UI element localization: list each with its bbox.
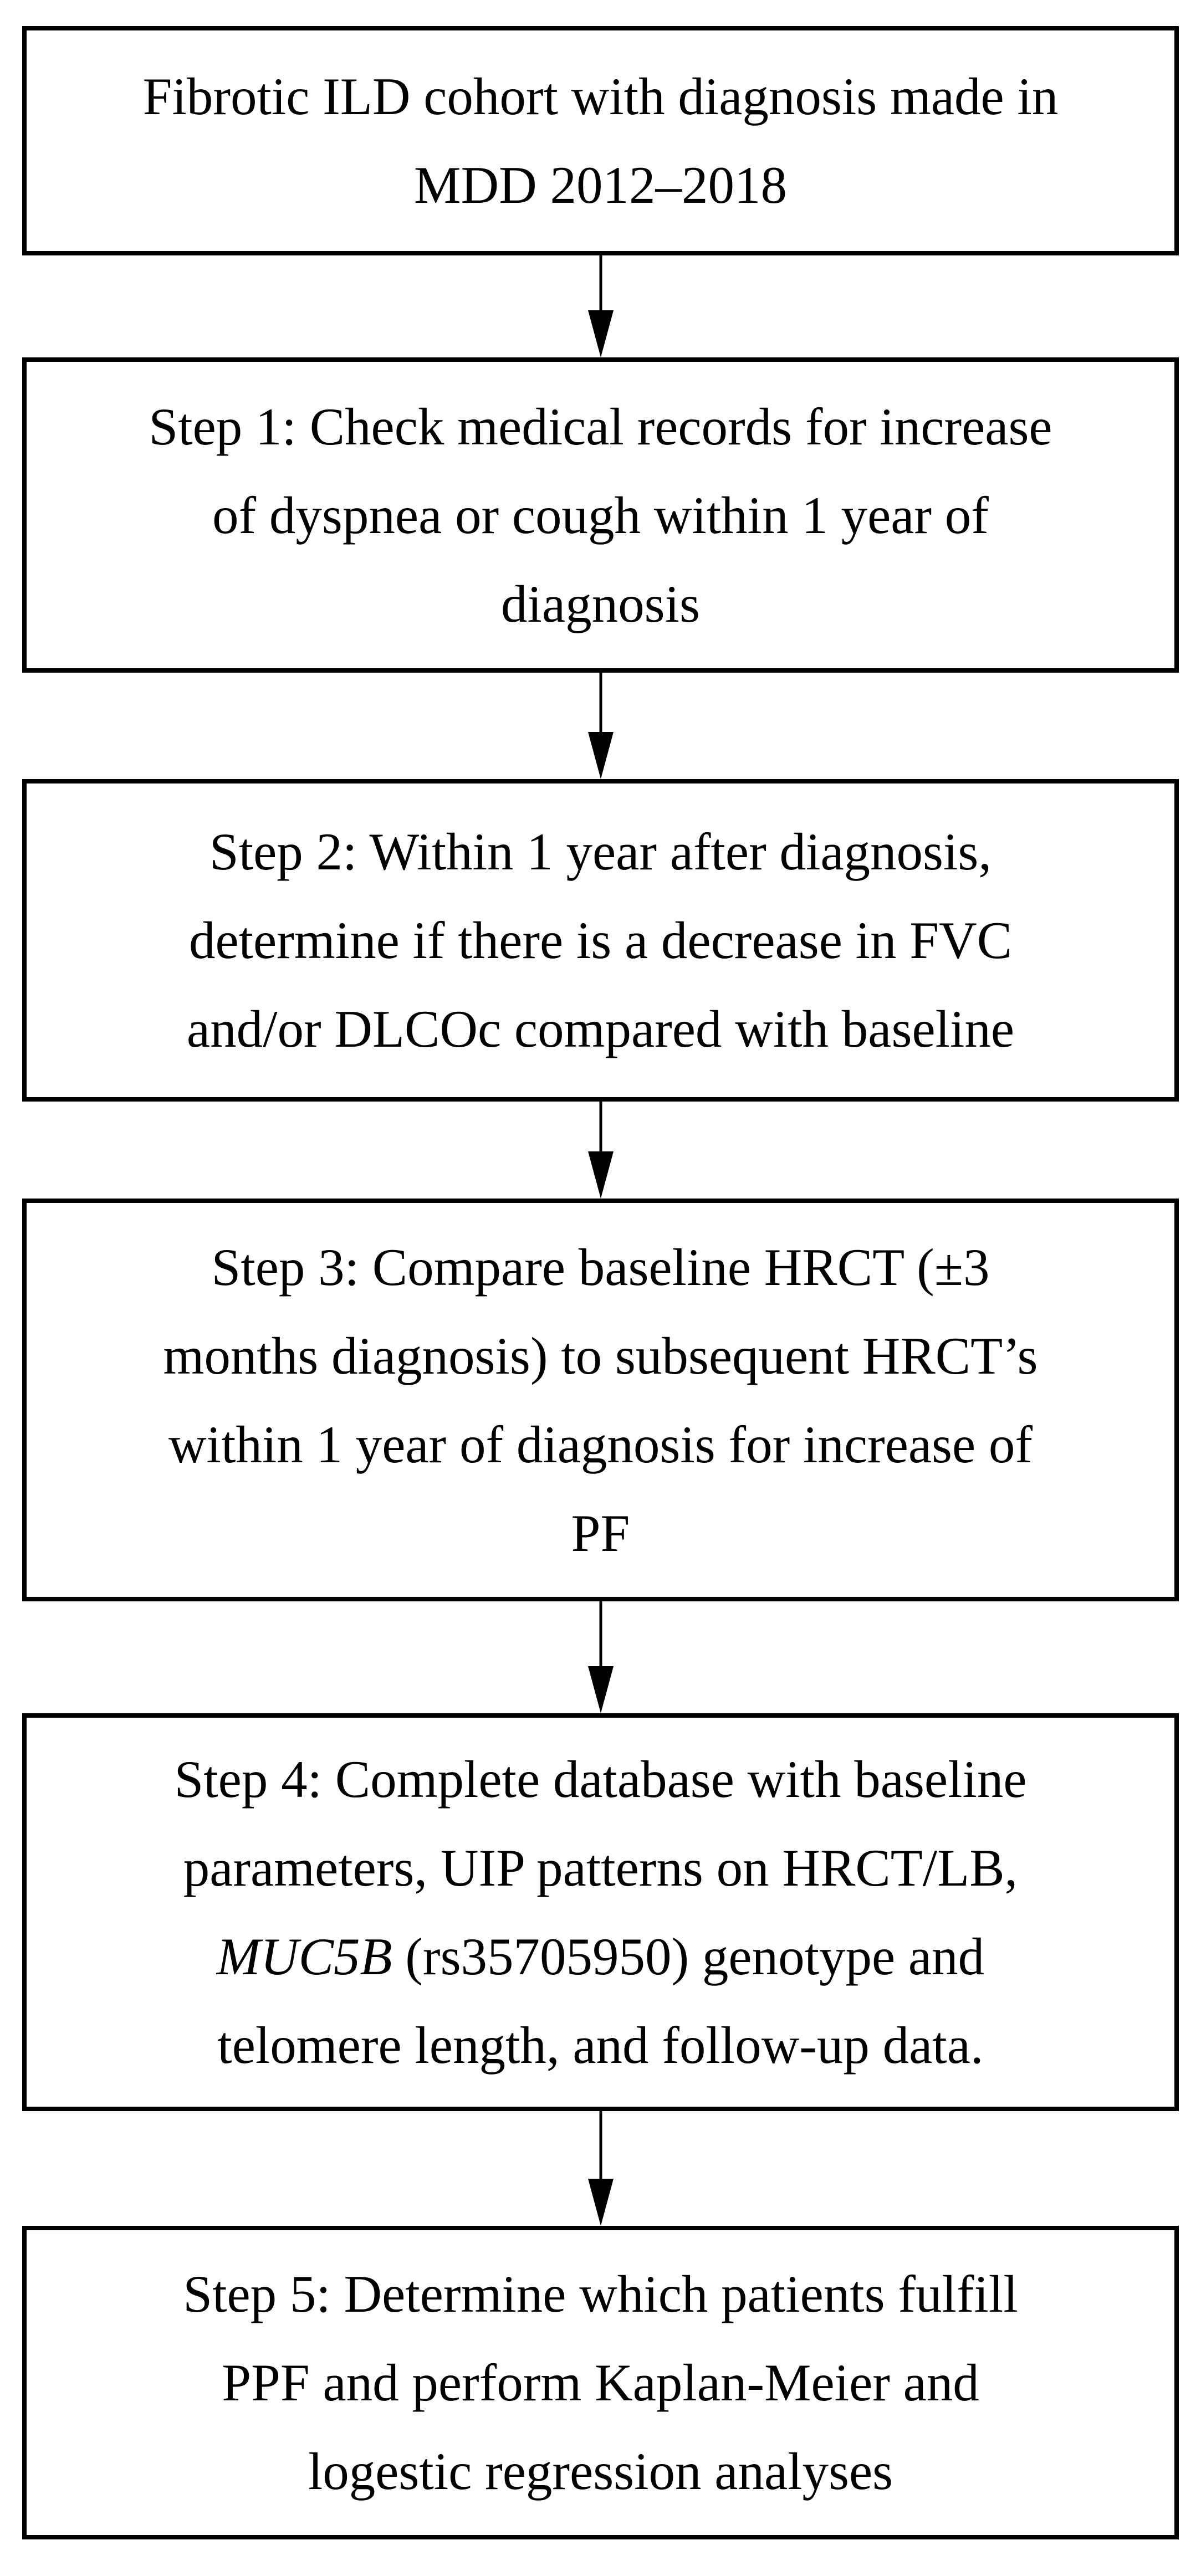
box-text-line: logestic regression analyses [308,2427,893,2516]
text-segment: Fibrotic ILD cohort with diagnosis made … [142,67,1059,126]
text-segment: months diagnosis) to subsequent HRCT’s [163,1326,1038,1385]
text-segment: Step 3: Compare baseline HRCT (±3 [211,1237,990,1297]
flow-box-cohort: Fibrotic ILD cohort with diagnosis made … [22,26,1179,255]
text-segment: MUC5B [216,1927,392,1986]
box-text-line: Step 3: Compare baseline HRCT (±3 [212,1223,990,1312]
text-segment: telomere length, and follow-up data. [217,2016,984,2075]
arrow-down-icon [584,2111,617,2226]
text-segment: parameters, UIP patterns on HRCT/LB, [183,1838,1018,1897]
box-text-line: Step 1: Check medical records for increa… [149,382,1052,471]
text-segment: PPF and perform Kaplan-Meier and [222,2353,979,2412]
box-text-line: diagnosis [501,560,700,648]
box-text-line: parameters, UIP patterns on HRCT/LB, [183,1824,1018,1912]
text-segment: Step 5: Determine which patients fulfill [183,2265,1018,2323]
box-text-line: PPF and perform Kaplan-Meier and [222,2338,979,2427]
box-text-line: months diagnosis) to subsequent HRCT’s [163,1312,1038,1400]
box-text-line: MDD 2012–2018 [414,141,787,229]
flow-box-step-3: Step 3: Compare baseline HRCT (±3 months … [22,1199,1179,1601]
text-segment: within 1 year of diagnosis for increase … [168,1415,1033,1474]
text-segment: (rs35705950) genotype and [392,1927,985,1986]
flow-box-step-4: Step 4: Complete database with baseline p… [22,1713,1179,2111]
box-text-line: of dyspnea or cough within 1 year of [212,471,989,560]
arrow-down-icon [584,673,617,779]
box-text-line: PF [571,1489,630,1578]
arrow-down-icon [584,1102,617,1199]
box-text-line: within 1 year of diagnosis for increase … [168,1400,1033,1489]
text-segment: Step 2: Within 1 year after diagnosis, [209,822,992,881]
text-segment: logestic regression analyses [308,2442,893,2501]
flow-box-step-2: Step 2: Within 1 year after diagnosis, de… [22,779,1179,1102]
box-text-line: and/or DLCOc compared with baseline [187,985,1014,1073]
box-text-line: Step 5: Determine which patients fulfill [183,2250,1018,2338]
text-segment: of dyspnea or cough within 1 year of [212,485,989,545]
text-segment: determine if there is a decrease in FVC [188,911,1013,970]
box-text-line: MUC5B (rs35705950) genotype and [217,1912,984,2001]
box-text-line: determine if there is a decrease in FVC [189,896,1012,985]
flow-box-step-5: Step 5: Determine which patients fulfill… [22,2226,1179,2539]
flow-box-step-1: Step 1: Check medical records for increa… [22,357,1179,673]
box-text-line: Step 4: Complete database with baseline [174,1735,1026,1824]
box-text-line: telomere length, and follow-up data. [217,2001,983,2090]
text-segment: Step 1: Check medical records for increa… [149,397,1052,456]
box-text-line: Fibrotic ILD cohort with diagnosis made … [143,52,1059,141]
text-segment: Step 4: Complete database with baseline [174,1750,1027,1809]
arrow-down-icon [584,255,617,357]
text-segment: and/or DLCOc compared with baseline [186,1000,1015,1058]
text-segment: MDD 2012–2018 [414,156,787,214]
text-segment: diagnosis [501,574,700,633]
arrow-down-icon [584,1601,617,1713]
box-text-line: Step 2: Within 1 year after diagnosis, [209,807,992,896]
text-segment: PF [571,1503,630,1563]
